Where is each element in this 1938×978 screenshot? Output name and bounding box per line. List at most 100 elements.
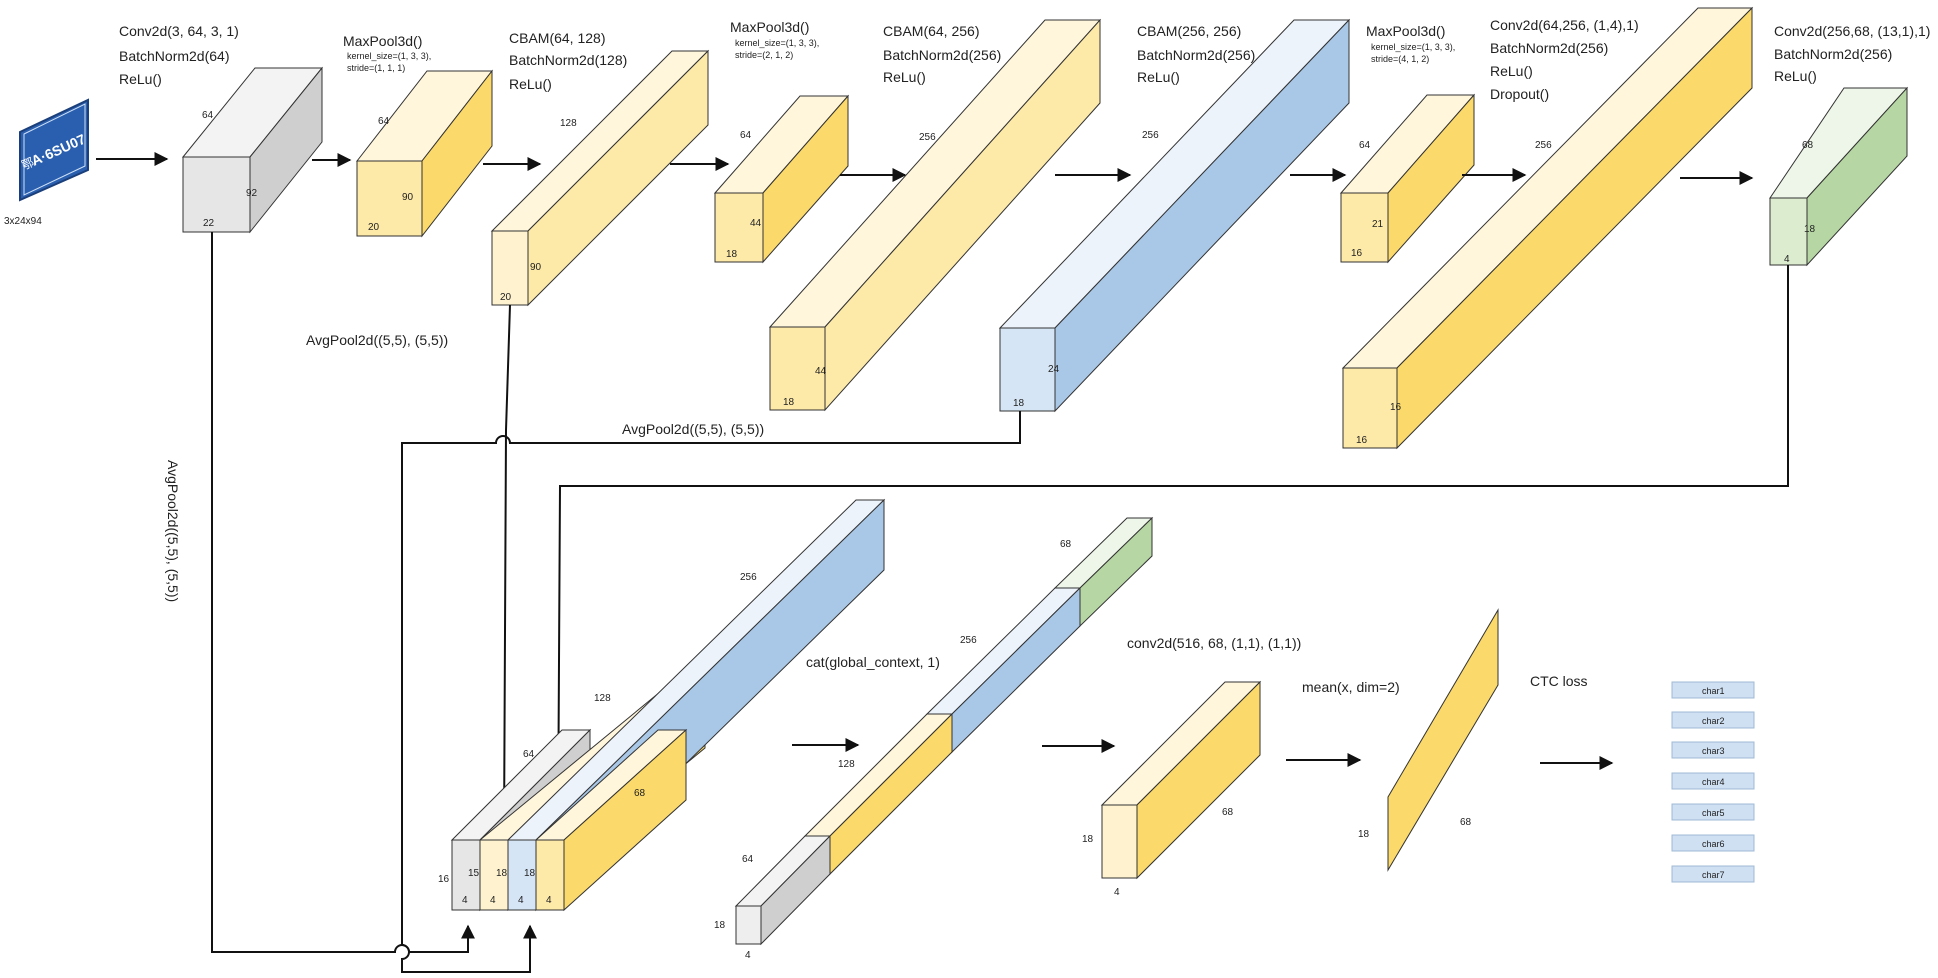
conv3-dim-height: 4: [1784, 254, 1790, 265]
layer-conv2: 256 16 16: [1341, 6, 1754, 450]
ctc-char-6: char6: [1671, 834, 1755, 852]
concat-dim-256: 256: [740, 572, 757, 583]
conv2-dim-height: 16: [1356, 435, 1368, 446]
pool1-sub-line1: kernel_size=(1, 3, 3),: [347, 51, 431, 61]
cbam3-label: CBAM(256, 256) BatchNorm2d(256) ReLu(): [1137, 23, 1255, 85]
concat-dim-15: 15: [468, 868, 480, 879]
pool2-dim-depth: 64: [740, 130, 752, 141]
layer-pool2: 64 44 18: [713, 94, 850, 264]
concat-blue-top: [506, 499, 886, 841]
cbam3-label-line3: ReLu(): [1137, 69, 1180, 85]
ctc-label: CTC loss: [1530, 673, 1588, 689]
conv3-label-line3: ReLu(): [1774, 68, 1817, 84]
pool3-front: [1340, 192, 1389, 263]
conv3-dim-depth: 68: [1802, 140, 1814, 151]
pool2-dim-height: 18: [726, 249, 738, 260]
plate-prefix: 鄂: [20, 155, 37, 173]
cbam3-dim-width: 24: [1048, 364, 1060, 375]
concat-gray-front: [451, 839, 481, 911]
layer-pool3: 64 21 16: [1339, 93, 1476, 264]
conv2-label-line2: BatchNorm2d(256): [1490, 40, 1608, 56]
pool3-dim-width: 21: [1372, 219, 1384, 230]
ctc-char-label: char4: [1702, 777, 1725, 787]
pool1-label-line1: MaxPool3d(): [343, 33, 422, 49]
ctc-char-3: char3: [1671, 741, 1755, 759]
layer-cbam2: 256 44 18: [768, 18, 1102, 412]
cbam3-front: [999, 327, 1056, 412]
cat-label: cat(global_context, 1): [806, 654, 940, 670]
concat-dim-16: 16: [438, 874, 450, 885]
stack-dim-68: 68: [1060, 539, 1072, 550]
pool1-sub-line2: stride=(1, 1, 1): [347, 63, 405, 73]
conv2-label-line1: Conv2d(64,256, (1,4),1): [1490, 17, 1639, 33]
cbam2-label-line2: BatchNorm2d(256): [883, 47, 1001, 63]
cbam2-dim-width: 44: [815, 366, 827, 377]
pool3-label: MaxPool3d() kernel_size=(1, 3, 3), strid…: [1366, 23, 1455, 64]
ctc-output-list: char1 char2 char3 char4 char5 char6 char…: [1671, 681, 1755, 883]
avgpool-label-a: AvgPool2d((5,5), (5,5)): [306, 332, 448, 348]
layer-conv3: 68 18 4: [1769, 86, 1909, 267]
conv-final-dim-18: 18: [1082, 834, 1094, 845]
cbam2-label-line1: CBAM(64, 256): [883, 23, 979, 39]
cbam3-dim-depth: 256: [1142, 130, 1159, 141]
pool2-label: MaxPool3d() kernel_size=(1, 3, 3), strid…: [730, 19, 819, 60]
conv2-label: Conv2d(64,256, (1,4),1) BatchNorm2d(256)…: [1490, 17, 1639, 102]
conv1-label-line3: ReLu(): [119, 71, 162, 87]
concat-dim-128: 128: [594, 693, 611, 704]
pool2-sub-line2: stride=(2, 1, 2): [735, 50, 793, 60]
conv2-dim-depth: 256: [1535, 140, 1552, 151]
cbam1-dim-width: 90: [530, 262, 542, 273]
conv-final-dim-4: 4: [1114, 887, 1120, 898]
cbam2-label: CBAM(64, 256) BatchNorm2d(256) ReLu(): [883, 23, 1001, 85]
conv3-dim-width: 18: [1804, 224, 1816, 235]
pool2-front: [714, 192, 764, 263]
concat-dim-68: 68: [634, 788, 646, 799]
cbam2-dim-depth: 256: [919, 132, 936, 143]
pool3-dim-height: 16: [1351, 248, 1363, 259]
ctc-char-label: char3: [1702, 746, 1725, 756]
layer-conv1: 64 92 22: [181, 66, 324, 234]
conv1-label-line2: BatchNorm2d(64): [119, 48, 230, 64]
ctc-char-1: char1: [1671, 681, 1755, 699]
input-plate-image: 鄂 A·6SU07: [19, 98, 89, 202]
stack-dim-64: 64: [742, 854, 754, 865]
pool2-dim-width: 44: [750, 218, 762, 229]
ctc-char-label: char2: [1702, 716, 1725, 726]
ctc-char-2: char2: [1671, 711, 1755, 729]
pool3-dim-depth: 64: [1359, 140, 1371, 151]
conv3-label: Conv2d(256,68, (13,1),1) BatchNorm2d(256…: [1774, 23, 1930, 84]
stack-green-side: [1079, 516, 1153, 628]
mean-dim-68: 68: [1460, 817, 1472, 828]
skip-wire-cbam3: [401, 411, 1021, 973]
cbam2-dim-height: 18: [783, 397, 795, 408]
ctc-char-label: char6: [1702, 839, 1725, 849]
concat-dim-4c: 4: [518, 895, 524, 906]
ctc-char-7: char7: [1671, 865, 1755, 883]
conv1-label: Conv2d(3, 64, 3, 1) BatchNorm2d(64) ReLu…: [119, 23, 239, 87]
pool3-sub-line2: stride=(4, 1, 2): [1371, 54, 1429, 64]
cbam3-dim-height: 18: [1013, 398, 1025, 409]
conv1-dim-depth: 64: [202, 110, 214, 121]
pool3-label-line1: MaxPool3d(): [1366, 23, 1445, 39]
avgpool-label-b: AvgPool2d((5,5), (5,5)): [622, 421, 764, 437]
conv1-dim-width: 92: [246, 188, 258, 199]
concat-dim-4a: 4: [462, 895, 468, 906]
stack-dim-18: 18: [714, 920, 726, 931]
mean-plane: [1387, 608, 1499, 872]
mean-dim-18: 18: [1358, 829, 1370, 840]
plate-inner: [23, 103, 86, 196]
cbam3-label-line2: BatchNorm2d(256): [1137, 47, 1255, 63]
ctc-char-4: char4: [1671, 772, 1755, 790]
pool2-label-line1: MaxPool3d(): [730, 19, 809, 35]
input-size-label: 3x24x94: [4, 216, 42, 227]
concat-dim-18a: 18: [496, 868, 508, 879]
cbam1-label-line2: BatchNorm2d(128): [509, 52, 627, 68]
cbam2-label-line3: ReLu(): [883, 69, 926, 85]
cbam2-front: [769, 326, 826, 411]
conv2-front: [1342, 367, 1398, 449]
stack-dim-256: 256: [960, 635, 977, 646]
conv1-dim-height: 22: [203, 218, 215, 229]
layer-cbam3: 256 24 18: [998, 18, 1351, 413]
concat-dim-4d: 4: [546, 895, 552, 906]
concat-dim-4b: 4: [490, 895, 496, 906]
